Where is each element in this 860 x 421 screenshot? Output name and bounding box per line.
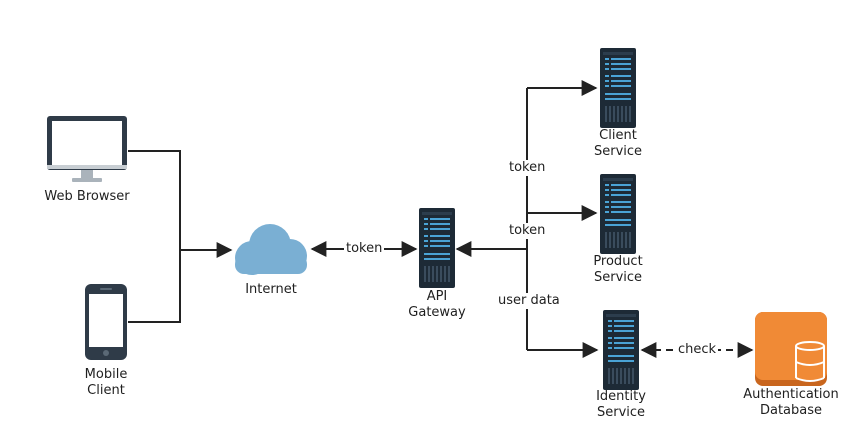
web-browser-label: Web Browser — [44, 189, 130, 204]
edge-label-product-service: token — [507, 223, 548, 239]
database-icon — [755, 312, 827, 386]
client-service-label: Client Service — [593, 128, 643, 159]
internet-label: Internet — [245, 282, 297, 297]
edge-label-identity-db: check — [676, 342, 719, 358]
api-gateway-label: API Gateway — [408, 289, 466, 320]
client-service-server-icon — [600, 48, 636, 128]
product-service-server-icon — [600, 174, 636, 254]
edge-label-identity-service: user data — [496, 293, 562, 309]
product-service-label: Product Service — [593, 254, 643, 285]
identity-service-server-icon — [603, 310, 639, 390]
mobile-client-label: Mobile Client — [84, 367, 128, 398]
monitor-icon — [47, 116, 127, 182]
smartphone-icon — [85, 284, 127, 360]
edge-mobile-internet — [128, 250, 181, 323]
edge-label-internet-gateway: token — [344, 241, 385, 257]
cloud-icon — [235, 224, 307, 275]
identity-service-label: Identity Service — [596, 389, 646, 420]
api-gateway-server-icon — [419, 208, 455, 288]
auth-database-label: Authentication Database — [743, 387, 839, 418]
edge-label-client-service: token — [507, 160, 548, 176]
edge-browser-internet — [128, 150, 181, 250]
